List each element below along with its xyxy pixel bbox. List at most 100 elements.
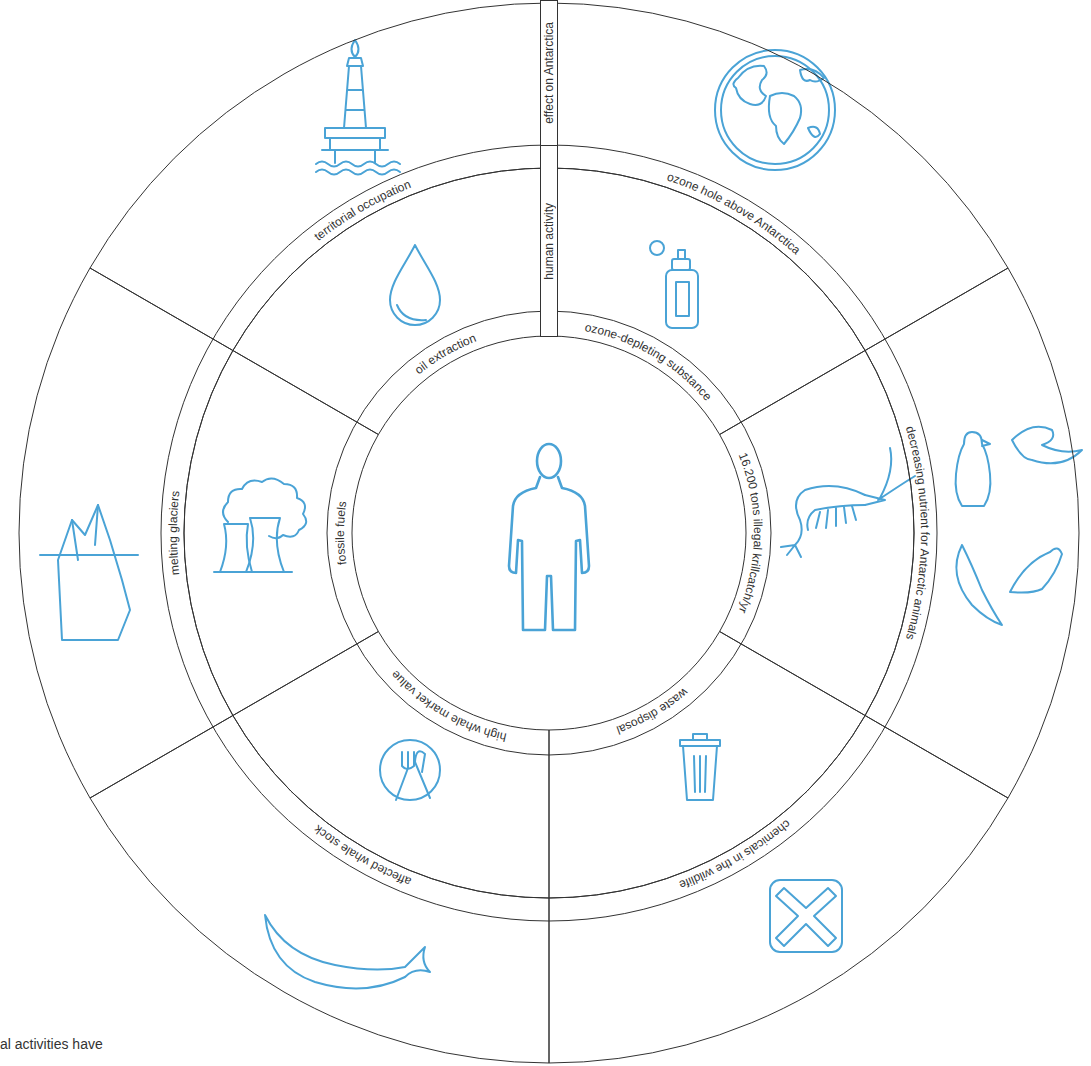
sector-outline: waste disposal xyxy=(547,629,868,900)
globe-icon xyxy=(800,69,824,82)
ring-sector: fossile fuels xyxy=(182,348,381,718)
globe-icon xyxy=(715,50,835,170)
iceberg-icon xyxy=(40,505,138,640)
antarctic-animals-icon xyxy=(956,545,1002,625)
sector-label: 16.200 tons illegal krillcatch/yr xyxy=(736,451,765,616)
sector-label: oil extraction xyxy=(412,331,478,377)
sector-label: 16.200 tons illegal krillcatch/yr xyxy=(736,451,765,616)
iceberg-icon xyxy=(58,505,130,640)
antarctic-animals-icon xyxy=(1010,548,1062,592)
sector-outline xyxy=(549,168,865,435)
sector-outline: affected whale stock xyxy=(88,713,551,1065)
krill-icon xyxy=(807,505,865,530)
iceberg-icon xyxy=(40,554,138,556)
sector-label: high whale market value xyxy=(388,668,508,745)
globe-icon xyxy=(721,56,829,164)
power-plant-icon xyxy=(246,518,284,572)
sector-outline: 16.200 tons illegal krillcatch/yr xyxy=(717,348,916,718)
power-plant-icon xyxy=(223,478,306,538)
krill-icon xyxy=(878,448,915,500)
spray-can-icon xyxy=(672,259,690,270)
warning-x-icon xyxy=(770,880,842,952)
sector-outline xyxy=(90,716,549,1064)
sector-label: fossile fuels xyxy=(333,500,349,566)
sector-label: ozone-depleting substance xyxy=(584,320,715,403)
sector-outline xyxy=(233,168,549,435)
sector-outline: chemicals in the wildlife xyxy=(547,713,1010,1065)
sector-label: territorial occupation xyxy=(311,177,412,244)
oil-drop-icon xyxy=(397,305,426,320)
human-figure xyxy=(509,444,589,630)
ring-sector: ozone-depleting substance xyxy=(547,166,868,437)
ring-sector: melting glaciers xyxy=(17,266,235,800)
sector-outline: territorial occupation xyxy=(88,1,551,353)
sector-outline xyxy=(549,632,865,899)
sector-label: high whale market value xyxy=(388,668,508,745)
sector-outline xyxy=(549,632,865,899)
whale-icon xyxy=(265,915,430,988)
oil-rig-icon xyxy=(316,170,400,175)
ring-circle xyxy=(161,145,937,921)
trash-can-icon xyxy=(680,734,720,800)
sector-outline xyxy=(865,268,1079,798)
sector-outline xyxy=(720,351,914,716)
trash-can-icon xyxy=(694,756,706,792)
ring-circle xyxy=(327,311,771,755)
spray-can-icon xyxy=(678,250,685,259)
sector-label: ozone hole above Antarctica xyxy=(665,170,803,258)
plate-icon xyxy=(415,751,430,798)
sector-outline: fossile fuels xyxy=(182,348,381,718)
spray-can-icon xyxy=(650,241,698,328)
oil-rig-icon xyxy=(344,66,366,128)
antarctic-animals-icon xyxy=(956,427,1082,625)
human-figure xyxy=(537,444,561,478)
sector-outline: ozone hole above Antarctica xyxy=(547,1,1010,353)
sector-label: waste disposal xyxy=(615,685,692,738)
warning-x-icon xyxy=(776,888,836,946)
sector-outline: decreasing nutrient for Antarctic animal… xyxy=(863,266,1081,800)
sector-label: decreasing nutrient for Antarctic animal… xyxy=(903,424,932,641)
sector-label: decreasing nutrient for Antarctic animal… xyxy=(903,424,932,641)
globe-icon xyxy=(769,93,801,144)
icons xyxy=(40,40,1082,988)
sector-outline: ozone-depleting substance xyxy=(547,166,868,437)
sector-label: ozone hole above Antarctica xyxy=(665,170,803,258)
sector-outline xyxy=(233,168,549,435)
sector-label: melting glaciers xyxy=(166,490,182,576)
krill-icon xyxy=(816,506,856,528)
whale-icon xyxy=(265,915,430,988)
ring-sector: waste disposal xyxy=(547,629,868,900)
sector-outline: high whale market value xyxy=(230,629,551,900)
sector-outline xyxy=(233,632,549,899)
ring-sector: 16.200 tons illegal krillcatch/yr xyxy=(717,348,916,718)
ring-sector: territorial occupation xyxy=(88,1,551,353)
antarctic-animals-icon xyxy=(982,440,990,446)
sector-label: melting glaciers xyxy=(166,490,182,576)
oil-rig-icon xyxy=(316,162,400,167)
plate-icon xyxy=(380,740,440,800)
sector-outline xyxy=(720,351,914,716)
sector-label: chemicals in the wildlife xyxy=(677,817,794,892)
sector-outline: oil extraction xyxy=(230,166,551,437)
spray-can-icon xyxy=(676,282,689,316)
sector-label: affected whale stock xyxy=(311,822,413,889)
sector-outline: melting glaciers xyxy=(17,266,235,800)
sector-outline xyxy=(184,351,378,716)
sector-label: affected whale stock xyxy=(311,822,413,889)
iceberg-icon xyxy=(72,505,98,560)
header-box: human activity xyxy=(540,145,558,337)
spray-can-icon xyxy=(666,270,698,328)
globe-icon xyxy=(808,127,820,137)
oil-rig-icon xyxy=(322,138,388,150)
trash-can-icon xyxy=(693,734,707,740)
power-plant-icon xyxy=(220,524,252,572)
sector-label: chemicals in the wildlife xyxy=(677,817,794,892)
oil-rig-icon xyxy=(316,40,400,175)
sector-outline xyxy=(19,268,233,798)
krill-icon xyxy=(781,545,801,557)
caption-fragment: al activities have xyxy=(0,1036,103,1052)
ring-sector: high whale market value xyxy=(230,629,551,900)
plate-icon xyxy=(380,740,440,800)
ring-circles xyxy=(161,145,937,921)
